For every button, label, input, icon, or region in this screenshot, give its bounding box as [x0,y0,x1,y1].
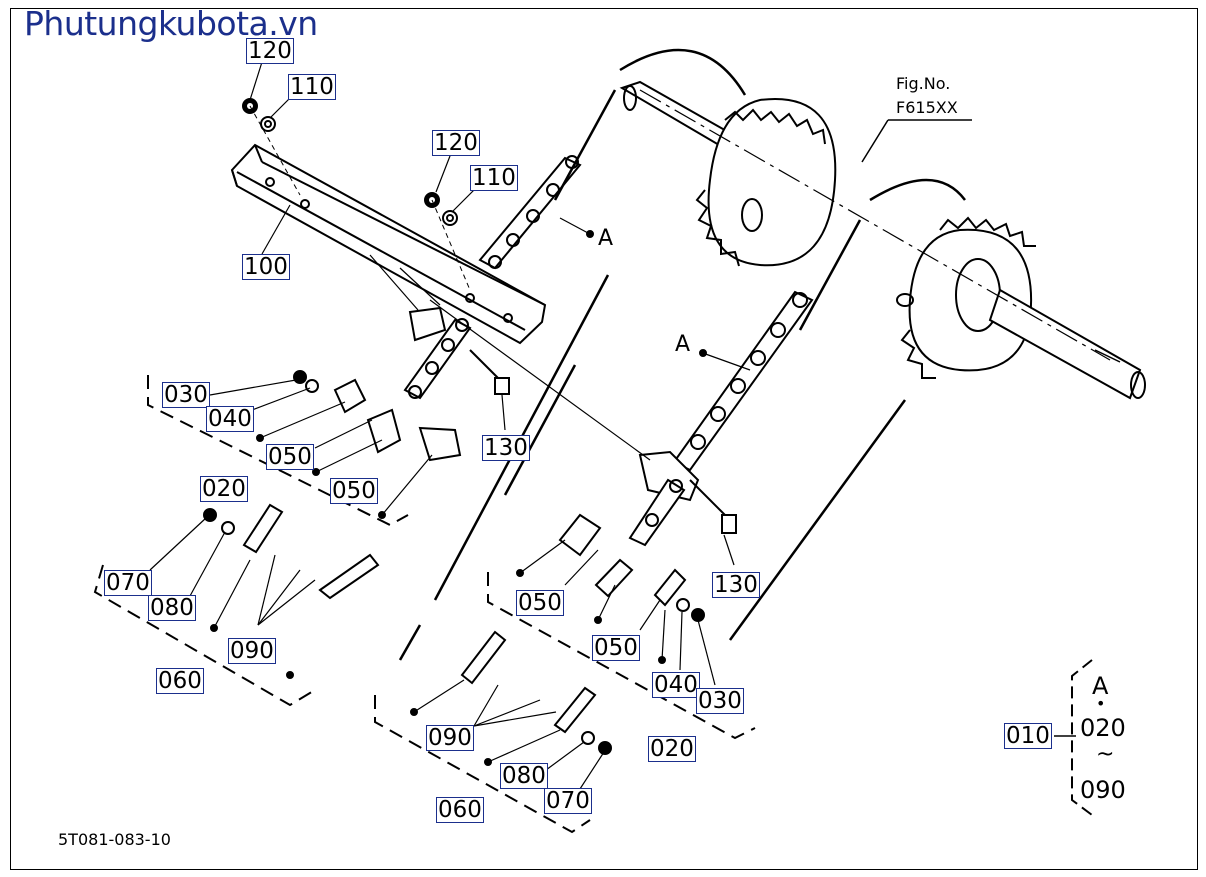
bracket-060-left [93,564,316,707]
part-label-110[interactable]: 110 [470,165,518,191]
legend-ref-a: A [1092,672,1109,700]
part-label-020[interactable]: 020 [648,736,696,762]
ref-a-upper: A [598,226,614,251]
part-label-020[interactable]: 020 [200,476,248,502]
part-label-030[interactable]: 030 [696,688,744,714]
legend-brace [1071,659,1093,816]
legend-range-tilde: ~ [1096,742,1115,767]
drawing-code: 5T081-083-10 [58,830,171,849]
part-label-120[interactable]: 120 [246,38,294,64]
lower-sprocket-shaft [896,216,1146,400]
part-label-050[interactable]: 050 [330,478,378,504]
figure-ref-number: F615XX [896,98,958,117]
chain-guide-bar [230,143,547,345]
part-label-050[interactable]: 050 [516,590,564,616]
bracket-060-right [374,695,591,834]
ref-dot-a-lower [699,349,707,357]
part-label-060[interactable]: 060 [156,668,204,694]
ref-a-lower: A [675,332,691,357]
part-label-070[interactable]: 070 [544,788,592,814]
legend-range-end: 090 [1080,776,1126,804]
part-label-080[interactable]: 080 [500,763,548,789]
part-label-100[interactable]: 100 [242,254,290,280]
part-label-070[interactable]: 070 [104,570,152,596]
figure-ref-title: Fig.No. [896,74,951,93]
legend-dot: • [1096,694,1106,713]
link-set-090-left [203,503,380,679]
part-label-110[interactable]: 110 [288,74,336,100]
chain-segment-upper-left [403,155,582,400]
part-label-130[interactable]: 130 [482,435,530,461]
part-label-120[interactable]: 120 [432,130,480,156]
shaft-centerline [639,89,1111,361]
part-label-090[interactable]: 090 [228,638,276,664]
link-set-050-right [516,513,705,664]
legend-range-start: 020 [1080,714,1126,742]
part-label-130[interactable]: 130 [712,572,760,598]
ref-dot-a-upper [586,230,594,238]
part-label-050[interactable]: 050 [266,444,314,470]
fig-ref-leader [861,119,889,163]
part-label-030[interactable]: 030 [162,382,210,408]
part-label-080[interactable]: 080 [148,595,196,621]
part-label-090[interactable]: 090 [426,725,474,751]
label-leader-lines [149,61,751,793]
bolt-130-right [689,479,737,534]
link-set-050-left [256,370,462,519]
bolt-130-left [469,349,510,395]
nut-washer-set-left [242,98,471,291]
part-label-060[interactable]: 060 [436,797,484,823]
watermark: Phutungkubota.vn [24,4,318,43]
part-label-010[interactable]: 010 [1004,723,1052,749]
chain-segment-right [628,290,814,547]
upper-sprocket-shaft [619,80,837,267]
leader-bar-to-chain [429,299,651,461]
part-label-040[interactable]: 040 [206,406,254,432]
drawing-frame [10,8,1198,870]
part-label-050[interactable]: 050 [592,635,640,661]
part-label-040[interactable]: 040 [652,672,700,698]
